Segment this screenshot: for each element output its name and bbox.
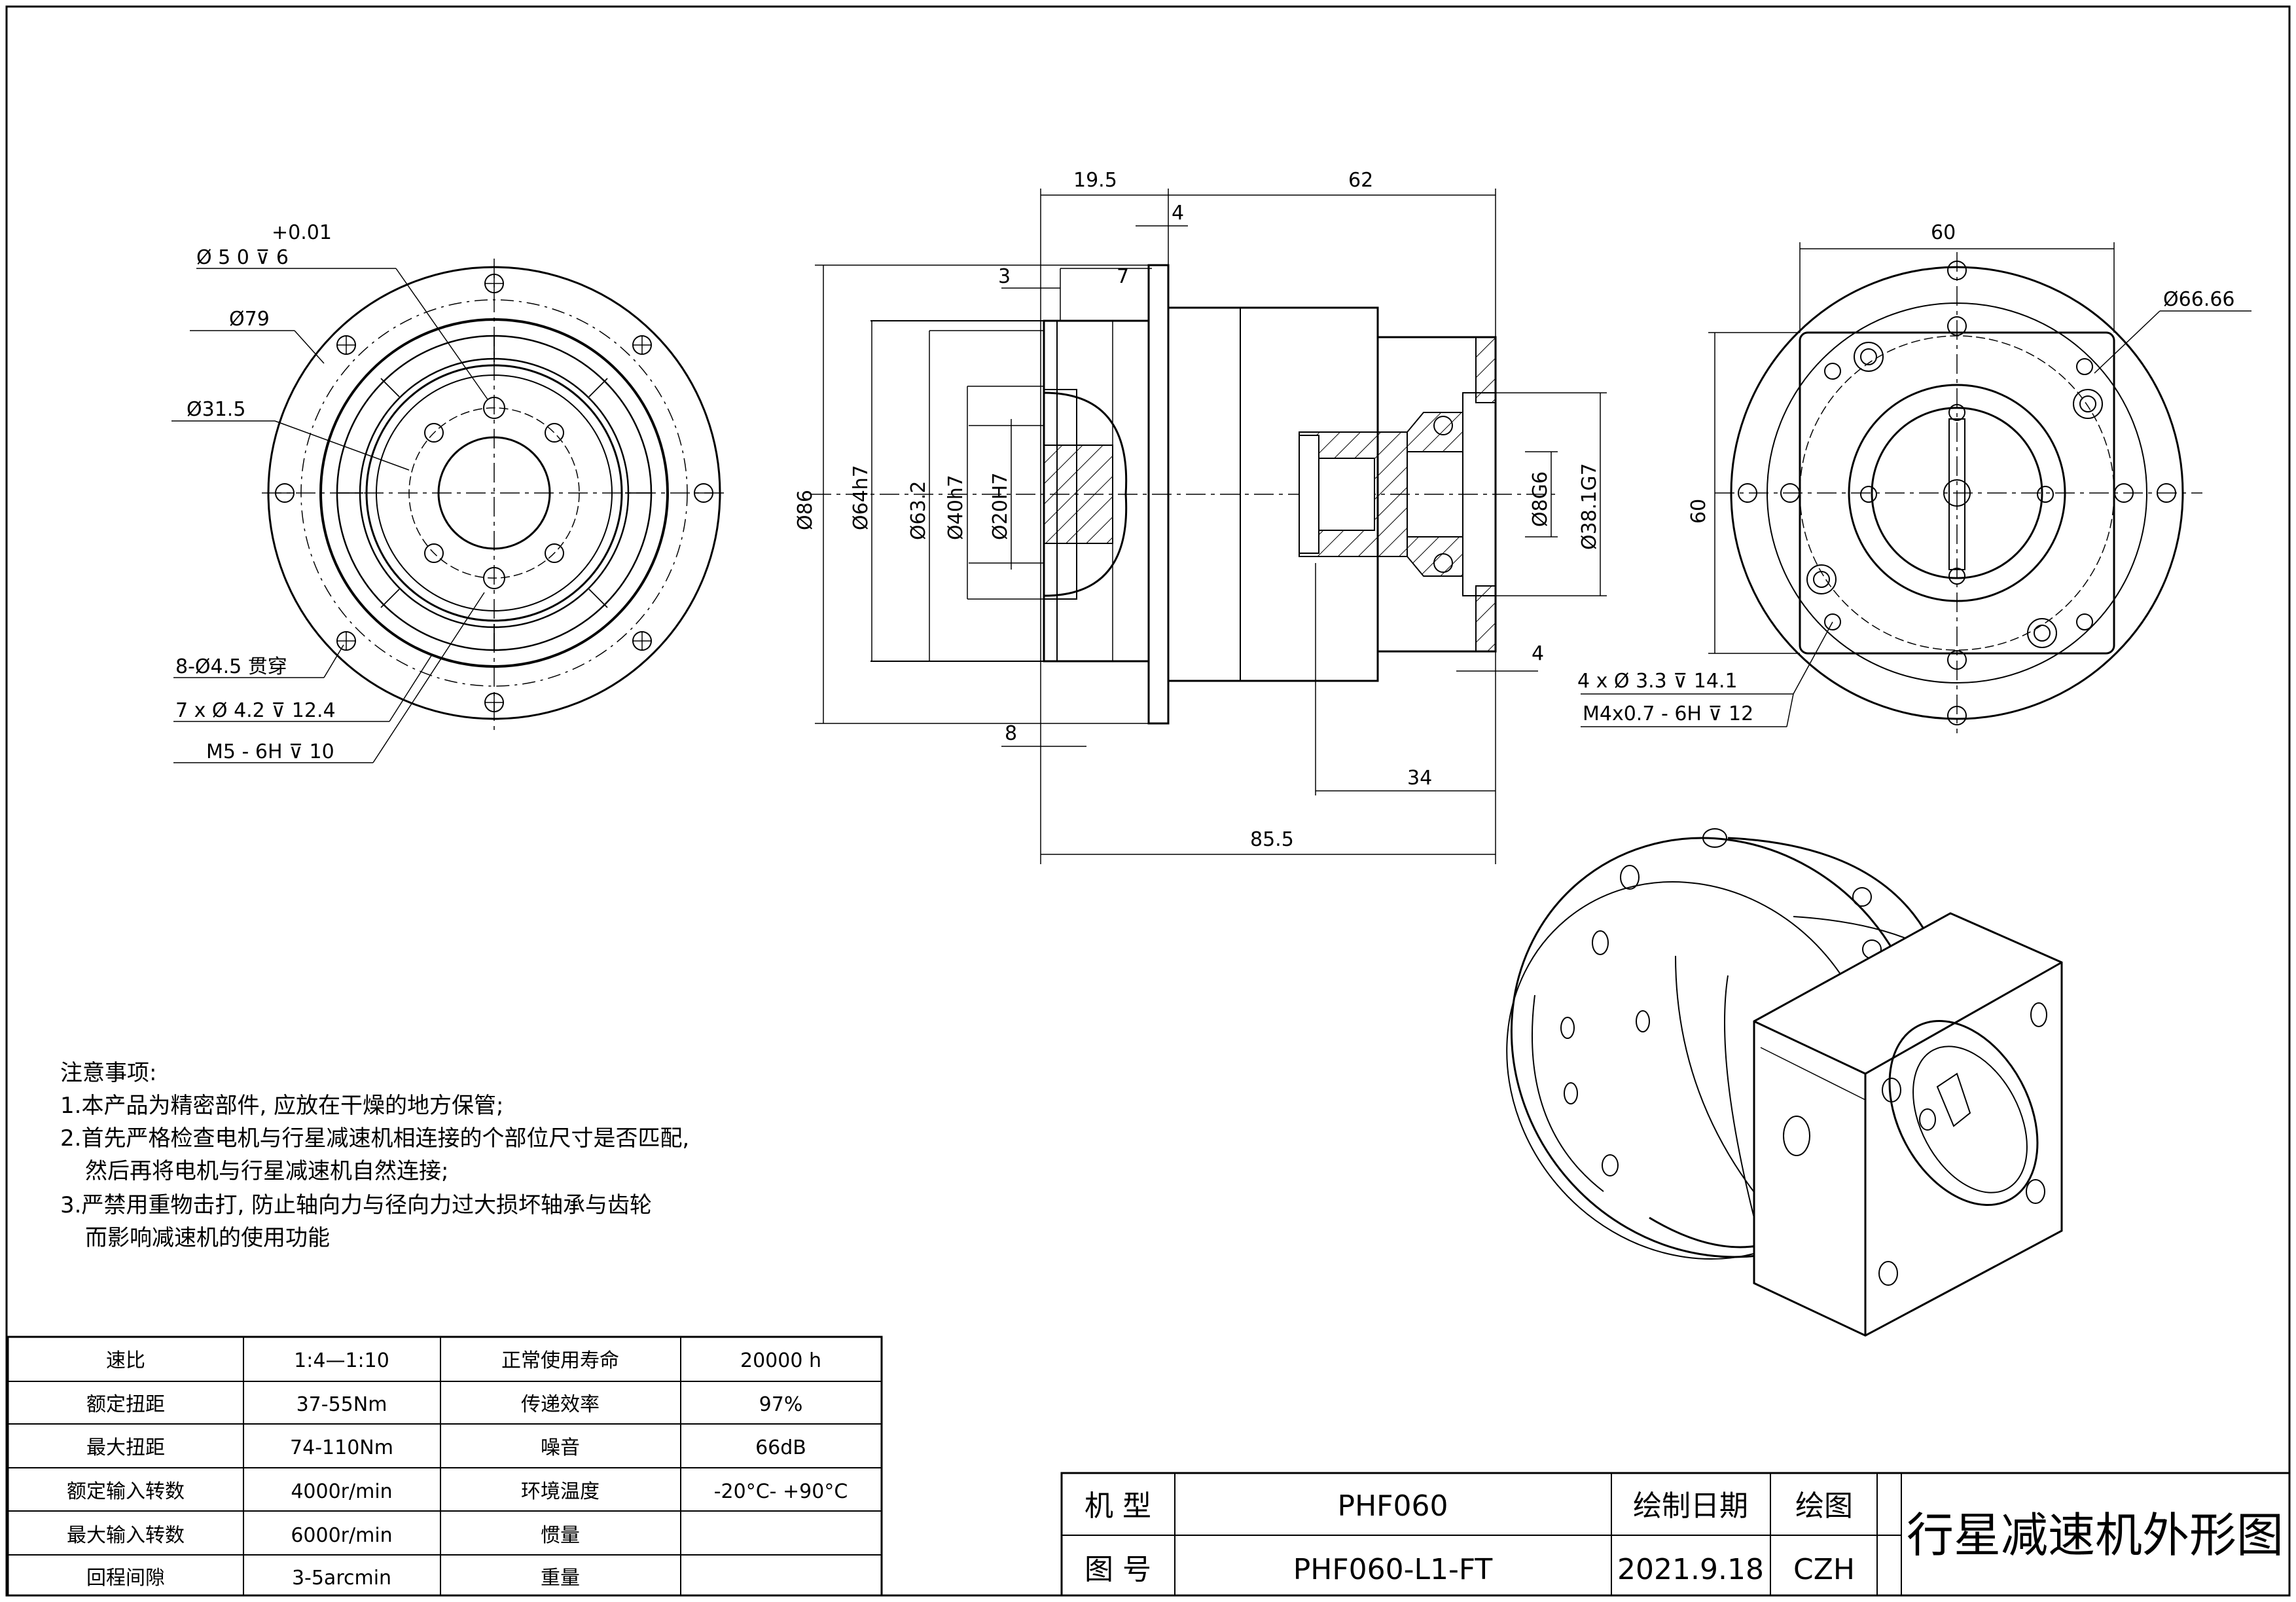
drawer-value: CZH — [1793, 1553, 1855, 1586]
spec-cell-r2-c3: 66dB — [755, 1436, 806, 1459]
title-block-text: 机 型 PHF060 绘制日期 绘图 图 号 PHF060-L1-FT 2021… — [1085, 1489, 2284, 1586]
dim-4-top: 4 — [1172, 202, 1184, 225]
front-tol-label: +0.01 — [272, 221, 332, 244]
spec-cell-r1-c3: 97% — [759, 1393, 803, 1416]
spec-cell-r5-c2: 重量 — [541, 1567, 580, 1590]
model-value: PHF060 — [1338, 1489, 1448, 1523]
spec-cell-r4-c0: 最大输入转数 — [67, 1524, 185, 1547]
spec-cell-r5-c1: 3-5arcmin — [292, 1567, 391, 1590]
spec-cell-r0-c1: 1:4—1:10 — [294, 1349, 389, 1372]
dim-4-bottom: 4 — [1532, 642, 1544, 665]
dim-d20H7: Ø20H7 — [989, 473, 1012, 540]
dim-85-5: 85.5 — [1250, 828, 1294, 851]
rear-dim-60-top: 60 — [1931, 221, 1956, 244]
rear-dim-d66: Ø66.66 — [2163, 288, 2235, 311]
label-drawing-no: 图 号 — [1085, 1553, 1151, 1586]
dim-d40h7: Ø40h7 — [944, 475, 967, 540]
dim-d64h7: Ø64h7 — [850, 465, 872, 530]
spec-cell-r0-c0: 速比 — [106, 1349, 145, 1372]
spec-cell-r0-c3: 20000 h — [740, 1349, 821, 1372]
spec-table-cells: 速比 1:4—1:10 正常使用寿命 20000 h 额定扭距 37-55Nm … — [67, 1349, 848, 1590]
note-3a: 3.严禁用重物击打, 防止轴向力与径向力过大损坏轴承与齿轮 — [60, 1192, 652, 1218]
isometric-view — [1506, 828, 2063, 1337]
dim-62: 62 — [1348, 169, 1373, 192]
spec-cell-r2-c0: 最大扭距 — [86, 1436, 165, 1459]
spec-cell-r5-c0: 回程间隙 — [86, 1567, 165, 1590]
note-1: 1.本产品为精密部件, 应放在干燥的地方保管; — [60, 1093, 504, 1119]
dim-34: 34 — [1407, 767, 1432, 790]
rear-view — [1581, 242, 2251, 733]
dim-8: 8 — [1005, 722, 1017, 745]
spec-cell-r0-c2: 正常使用寿命 — [501, 1349, 619, 1372]
dim-d86: Ø86 — [794, 490, 817, 530]
dim-3: 3 — [998, 265, 1011, 288]
spec-cell-r4-c2: 惯量 — [541, 1524, 580, 1547]
side-view-labels: 19.5 62 4 3 7 Ø86 Ø64h7 Ø63.2 Ø40h7 Ø20H… — [794, 169, 1601, 851]
front-d79-label: Ø79 — [229, 308, 270, 331]
dim-d38G7: Ø38.1G7 — [1578, 463, 1601, 550]
drawing-no-value: PHF060-L1-FT — [1293, 1553, 1493, 1586]
title-block — [1060, 1472, 2291, 1597]
side-view — [812, 189, 1607, 864]
spec-cell-r4-c1: 6000r/min — [291, 1524, 392, 1547]
front-hole-spec-label: Ø 5 0 ⊽ 6 — [196, 246, 289, 269]
dim-19-5: 19.5 — [1073, 169, 1117, 192]
front-callout-through-holes: 8-Ø4.5 贯穿 — [175, 655, 287, 678]
dim-d8G6: Ø8G6 — [1529, 471, 1552, 527]
spec-cell-r3-c0: 额定输入转数 — [67, 1480, 185, 1503]
spec-cell-r2-c2: 噪音 — [541, 1436, 580, 1459]
drawing-title: 行星减速机外形图 — [1907, 1508, 2284, 1563]
label-drawer: 绘图 — [1795, 1489, 1853, 1523]
front-view — [171, 259, 726, 763]
front-callout-thread: M5 - 6H ⊽ 10 — [206, 740, 334, 763]
note-2b: 然后再将电机与行星减速机自然连接; — [85, 1158, 448, 1184]
front-callout-tapped-holes: 7 x Ø 4.2 ⊽ 12.4 — [175, 699, 336, 722]
spec-cell-r1-c1: 37-55Nm — [296, 1393, 387, 1416]
spec-cell-r3-c1: 4000r/min — [291, 1480, 392, 1503]
date-value: 2021.9.18 — [1617, 1553, 1764, 1586]
label-model: 机 型 — [1085, 1489, 1151, 1523]
front-view-labels: +0.01 Ø 5 0 ⊽ 6 Ø79 Ø31.5 8-Ø4.5 贯穿 7 x … — [175, 221, 336, 763]
rear-callout-holes: 4 x Ø 3.3 ⊽ 14.1 — [1577, 670, 1738, 693]
spec-table — [7, 1336, 883, 1597]
spec-cell-r3-c2: 环境温度 — [521, 1480, 600, 1503]
spec-cell-r1-c2: 传递效率 — [521, 1393, 600, 1416]
spec-cell-r2-c1: 74-110Nm — [290, 1436, 393, 1459]
spec-cell-r1-c0: 额定扭距 — [86, 1393, 165, 1416]
label-date: 绘制日期 — [1633, 1489, 1748, 1523]
note-2a: 2.首先严格检查电机与行星减速机相连接的个部位尺寸是否匹配, — [60, 1125, 689, 1152]
dim-d63-2: Ø63.2 — [907, 481, 930, 540]
spec-cell-r3-c3: -20°C- +90°C — [714, 1480, 848, 1503]
dim-7: 7 — [1117, 265, 1129, 288]
front-d31-label: Ø31.5 — [187, 398, 245, 421]
rear-view-labels: 60 60 Ø66.66 4 x Ø 3.3 ⊽ 14.1 M4x0.7 - 6… — [1577, 221, 2235, 725]
rear-dim-60-side: 60 — [1687, 499, 1710, 524]
notes-title: 注意事项: — [60, 1060, 156, 1086]
notes-block: 注意事项: 1.本产品为精密部件, 应放在干燥的地方保管; 2.首先严格检查电机… — [60, 1060, 689, 1251]
rear-callout-thread: M4x0.7 - 6H ⊽ 12 — [1583, 702, 1753, 725]
note-3b: 而影响减速机的使用功能 — [85, 1225, 330, 1251]
